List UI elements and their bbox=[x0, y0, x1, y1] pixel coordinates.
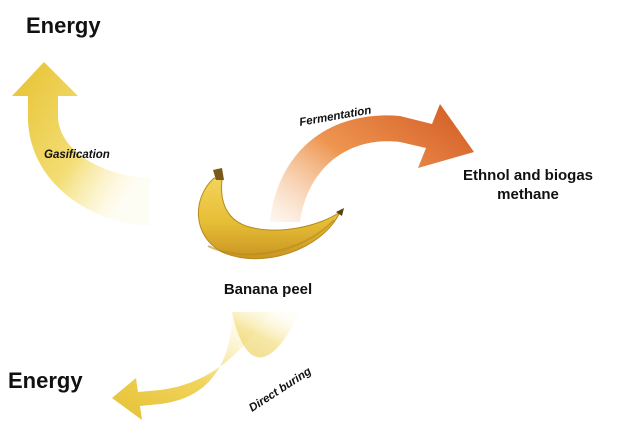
direct-burning-label: Direct buring bbox=[247, 365, 314, 414]
product-label-line2: methane bbox=[497, 186, 559, 203]
direct-burning-arrow bbox=[112, 312, 300, 420]
energy-label-top: Energy bbox=[26, 13, 101, 38]
gasification-arrow bbox=[12, 62, 150, 226]
banana-peel-label: Banana peel bbox=[224, 281, 312, 298]
product-label-line1: Ethnol and biogas bbox=[463, 167, 593, 184]
gasification-label: Gasification bbox=[44, 149, 110, 161]
banana-illustration bbox=[198, 168, 344, 259]
energy-label-bottom: Energy bbox=[8, 368, 83, 393]
